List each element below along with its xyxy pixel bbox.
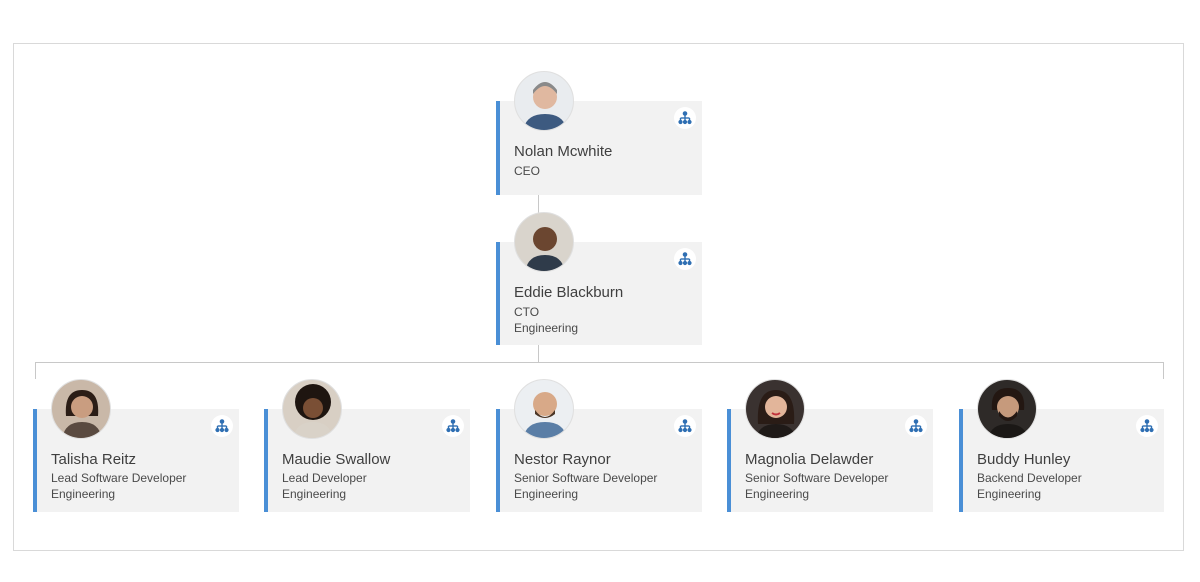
employee-department: Engineering: [514, 321, 579, 335]
avatar: [282, 379, 342, 439]
employee-card-cto[interactable]: Eddie Blackburn CTO Engineering: [496, 212, 702, 345]
org-chart-icon[interactable]: [674, 248, 696, 270]
employee-name: Maudie Swallow: [282, 451, 391, 468]
org-chart-icon[interactable]: [211, 415, 233, 437]
connector-bus: [35, 362, 1164, 363]
org-chart-icon[interactable]: [1136, 415, 1158, 437]
employee-department: Engineering: [977, 487, 1042, 501]
employee-name: Buddy Hunley: [977, 451, 1071, 468]
employee-name: Nestor Raynor: [514, 451, 611, 468]
org-chart-icon[interactable]: [674, 415, 696, 437]
connector-cto-bus: [538, 345, 539, 362]
connector-ceo-cto: [538, 195, 539, 213]
org-chart-icon[interactable]: [442, 415, 464, 437]
avatar: [51, 379, 111, 439]
employee-department: Engineering: [745, 487, 810, 501]
employee-card-report[interactable]: Nestor Raynor Senior Software Developer …: [496, 379, 702, 512]
employee-title: Lead Developer: [282, 471, 367, 485]
connector-drop-5: [1163, 362, 1164, 379]
employee-card-report[interactable]: Magnolia Delawder Senior Software Develo…: [727, 379, 933, 512]
employee-title: Senior Software Developer: [745, 471, 889, 485]
employee-title: CTO: [514, 305, 540, 319]
employee-department: Engineering: [514, 487, 579, 501]
employee-card-ceo[interactable]: Nolan Mcwhite CEO: [496, 71, 702, 195]
avatar: [514, 379, 574, 439]
employee-title: Backend Developer: [977, 471, 1082, 485]
org-chart-icon[interactable]: [905, 415, 927, 437]
org-chart-icon[interactable]: [674, 107, 696, 129]
avatar: [745, 379, 805, 439]
employee-name: Talisha Reitz: [51, 451, 137, 468]
employee-card-report[interactable]: Maudie Swallow Lead Developer Engineerin…: [264, 379, 470, 512]
employee-card-report[interactable]: Buddy Hunley Backend Developer Engineeri…: [959, 379, 1164, 512]
employee-title: Lead Software Developer: [51, 471, 187, 485]
employee-card-report[interactable]: Talisha Reitz Lead Software Developer En…: [33, 379, 239, 512]
avatar: [514, 212, 574, 272]
avatar: [514, 71, 574, 131]
employee-title: Senior Software Developer: [514, 471, 658, 485]
employee-department: Engineering: [51, 487, 116, 501]
employee-name: Magnolia Delawder: [745, 451, 874, 468]
employee-name: Nolan Mcwhite: [514, 143, 613, 160]
avatar: [977, 379, 1037, 439]
employee-department: Engineering: [282, 487, 347, 501]
employee-title: CEO: [514, 164, 541, 178]
employee-name: Eddie Blackburn: [514, 284, 624, 301]
connector-drop-1: [35, 362, 36, 379]
